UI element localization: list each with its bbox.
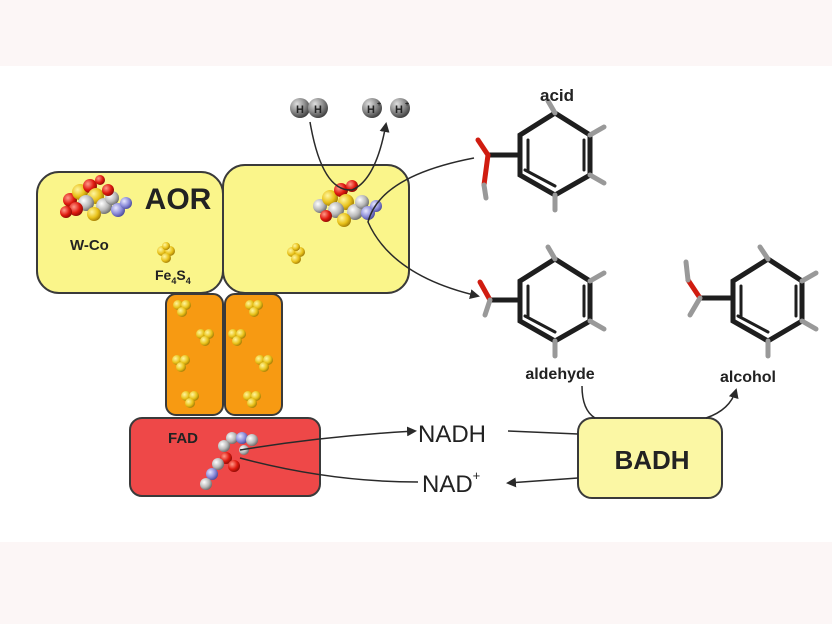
- h2-atom-2-label: H: [314, 104, 322, 116]
- fad-label: FAD: [168, 430, 198, 447]
- badh-label: BADH: [614, 445, 689, 475]
- fad-cofactor: [200, 432, 258, 490]
- ferredoxin-left: [165, 293, 224, 416]
- fes-clusters-ferredoxin: [172, 300, 273, 408]
- fes-label: Fe4S4: [155, 267, 191, 286]
- nad-label: NAD+: [422, 468, 480, 498]
- badh-box: [577, 417, 723, 499]
- wco-label: W-Co: [70, 237, 109, 254]
- aldehyde-to-badh-arrow: [581, 385, 596, 419]
- acid-molecule: [475, 98, 607, 213]
- wco-cofactor-left: [60, 175, 132, 221]
- h2-atom-1-label: H: [296, 104, 304, 116]
- fes-cluster-aor-right: [287, 243, 305, 264]
- fes-cluster-aor-left: [157, 242, 175, 263]
- badh-to-nad-arrow: [506, 477, 579, 488]
- nadh-to-badh-arrow: [507, 430, 579, 435]
- acid-label: acid: [540, 86, 574, 105]
- aor-right-subunit: [222, 164, 410, 294]
- aldehyde-label: aldehyde: [525, 366, 594, 383]
- proton-1-label: H: [367, 104, 375, 116]
- flow-arrows: [239, 121, 739, 488]
- alcohol-label: alcohol: [720, 369, 776, 386]
- wco-cofactor-right: [313, 180, 382, 227]
- ferredoxin-right: [224, 293, 283, 416]
- aor-label: AOR: [145, 183, 212, 216]
- aldehyde-molecule: [477, 244, 607, 359]
- proton-1-charge: +: [377, 101, 381, 108]
- protons: H + H +: [362, 98, 410, 118]
- h2-arrow: [309, 121, 390, 191]
- fad-to-nadh-arrow: [239, 426, 417, 451]
- nad-to-fad-arrow: [239, 457, 419, 483]
- hydrogen-molecule: H H: [290, 98, 328, 118]
- proton-2-label: H: [395, 104, 403, 116]
- acid-to-aldehyde-arrow: [367, 157, 480, 300]
- proton-2-charge: +: [405, 101, 409, 108]
- alcohol-molecule: [683, 244, 819, 359]
- nadh-label: NADH: [418, 421, 486, 448]
- badh-to-alcohol-arrow: [705, 388, 739, 419]
